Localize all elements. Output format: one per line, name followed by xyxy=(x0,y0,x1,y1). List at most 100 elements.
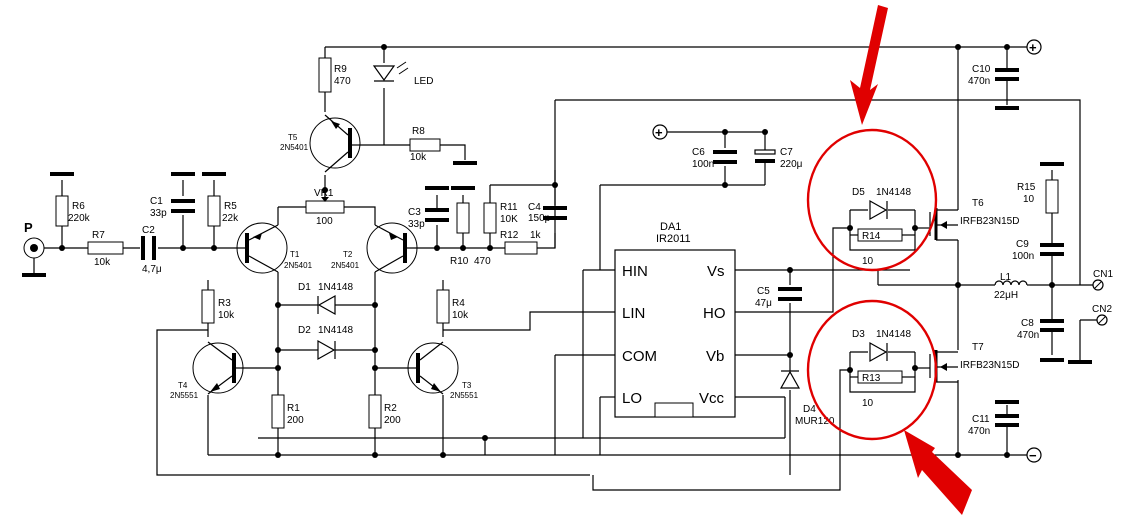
output-terminal-cn2: CN2 xyxy=(1092,304,1112,326)
t1-part: 2N5401 xyxy=(284,261,313,270)
plus-label-main: + xyxy=(1029,40,1037,55)
d4-part: MUR120 xyxy=(795,416,835,427)
mosfet-t6: T6 IRFB23N15D xyxy=(929,198,1019,241)
capacitor-c1: C1 33p xyxy=(150,196,195,219)
pin-ho: HO xyxy=(703,305,726,322)
c3-ref: C3 xyxy=(408,207,421,218)
transistor-t2: T2 2N5401 xyxy=(331,222,418,274)
r11-value: 10K xyxy=(500,214,518,225)
t2-ref: T2 xyxy=(343,250,353,259)
r5-ref: R5 xyxy=(224,201,237,212)
capacitor-c6: C6 100n xyxy=(692,147,737,170)
minus-label-main: − xyxy=(1029,448,1037,463)
vr1-ref: VR1 xyxy=(314,188,334,199)
resistor-r15: R15 10 xyxy=(1017,179,1059,214)
plus-label-driver: + xyxy=(655,125,663,140)
pin-vb: Vb xyxy=(706,348,724,365)
r4-value: 10k xyxy=(452,310,469,321)
t2-part: 2N5401 xyxy=(331,261,360,270)
c6-ref: C6 xyxy=(692,147,705,158)
t6-ref: T6 xyxy=(972,198,984,209)
d4-ref: D4 xyxy=(803,404,816,415)
t3-part: 2N5551 xyxy=(450,391,479,400)
pin-lo: LO xyxy=(622,390,642,407)
resistor-r4: R4 10k xyxy=(436,289,469,324)
supply-bars xyxy=(22,106,1092,404)
r13-ref: R13 xyxy=(862,373,881,384)
resistor-r13: R13 10 xyxy=(857,370,903,409)
transistor-t4: T4 2N5551 xyxy=(170,341,244,400)
capacitor-c11: C11 470n xyxy=(968,414,1019,437)
r11-ref: R11 xyxy=(500,202,518,213)
plus-terminal-main: + xyxy=(1026,39,1042,55)
inductor-l1: L1 22μH xyxy=(994,272,1030,301)
c7-ref: C7 xyxy=(780,147,793,158)
r3-ref: R3 xyxy=(218,298,231,309)
c1-ref: C1 xyxy=(150,196,163,207)
capacitor-c4: C4 150p xyxy=(528,202,567,224)
resistor-r14: R14 10 xyxy=(857,228,903,267)
c9-value: 100n xyxy=(1012,251,1034,262)
da1-ref: DA1 xyxy=(660,221,681,233)
capacitor-c2: C2 4,7μ xyxy=(141,225,162,275)
input-jack-p: P xyxy=(23,220,45,273)
red-arrow-lower-icon xyxy=(904,430,972,515)
pin-vs: Vs xyxy=(707,263,725,280)
resistor-r1: R1 200 xyxy=(271,394,304,429)
c1-value: 33p xyxy=(150,208,167,219)
d5-part: 1N4148 xyxy=(876,187,911,198)
r10-value: 470 xyxy=(474,256,491,267)
transistor-t5: T5 2N5401 xyxy=(280,114,361,173)
highlight-ellipse-lower xyxy=(806,299,938,441)
input-label: P xyxy=(24,220,33,235)
led-label: LED xyxy=(414,76,433,87)
pin-com: COM xyxy=(622,348,657,365)
resistor-r12: R12 1k xyxy=(500,230,542,255)
junction-dots xyxy=(59,44,1055,458)
pin-hin: HIN xyxy=(622,263,648,280)
r9-value: 470 xyxy=(334,76,351,87)
highlight-annotations xyxy=(806,5,972,515)
d2-part: 1N4148 xyxy=(318,325,353,336)
output-terminal-cn1: CN1 xyxy=(1092,269,1113,291)
plus-terminal-driver: + xyxy=(652,124,668,140)
t5-part: 2N5401 xyxy=(280,143,309,152)
resistor-r10: R10 470 xyxy=(450,202,491,267)
r10-ref: R10 xyxy=(450,256,469,267)
d1-ref: D1 xyxy=(298,282,311,293)
resistor-r6: R6 220k xyxy=(55,195,91,227)
resistor-r2: R2 200 xyxy=(368,394,401,429)
c11-ref: C11 xyxy=(972,414,990,425)
mosfet-t7: T7 IRFB23N15D xyxy=(929,342,1019,383)
diode-d3: D3 1N4148 xyxy=(852,329,911,363)
r6-value: 220k xyxy=(68,213,91,224)
transistor-t3: T3 2N5551 xyxy=(407,341,479,400)
r8-ref: R8 xyxy=(412,126,425,137)
d5-ref: D5 xyxy=(852,187,865,198)
t5-ref: T5 xyxy=(288,133,298,142)
c2-ref: C2 xyxy=(142,225,155,236)
r3-value: 10k xyxy=(218,310,235,321)
cn1-label: CN1 xyxy=(1093,269,1113,280)
c6-value: 100n xyxy=(692,159,714,170)
r2-value: 200 xyxy=(384,415,401,426)
t4-part: 2N5551 xyxy=(170,391,199,400)
r14-value: 10 xyxy=(862,256,874,267)
pin-lin: LIN xyxy=(622,305,645,322)
r5-value: 22k xyxy=(222,213,239,224)
d1-part: 1N4148 xyxy=(318,282,353,293)
c5-value: 47μ xyxy=(755,298,772,309)
resistor-r9: R9 470 xyxy=(318,57,351,93)
c5-ref: C5 xyxy=(757,286,770,297)
c7-value: 220μ xyxy=(780,159,803,170)
c11-value: 470n xyxy=(968,426,990,437)
r8-value: 10k xyxy=(410,152,427,163)
c4-ref: C4 xyxy=(528,202,541,213)
c4-value: 150p xyxy=(528,213,551,224)
resistor-r8: R8 10k xyxy=(409,126,441,163)
r1-value: 200 xyxy=(287,415,304,426)
c2-value: 4,7μ xyxy=(142,264,162,275)
resistor-r5: R5 22k xyxy=(207,195,239,227)
r1-ref: R1 xyxy=(287,403,300,414)
